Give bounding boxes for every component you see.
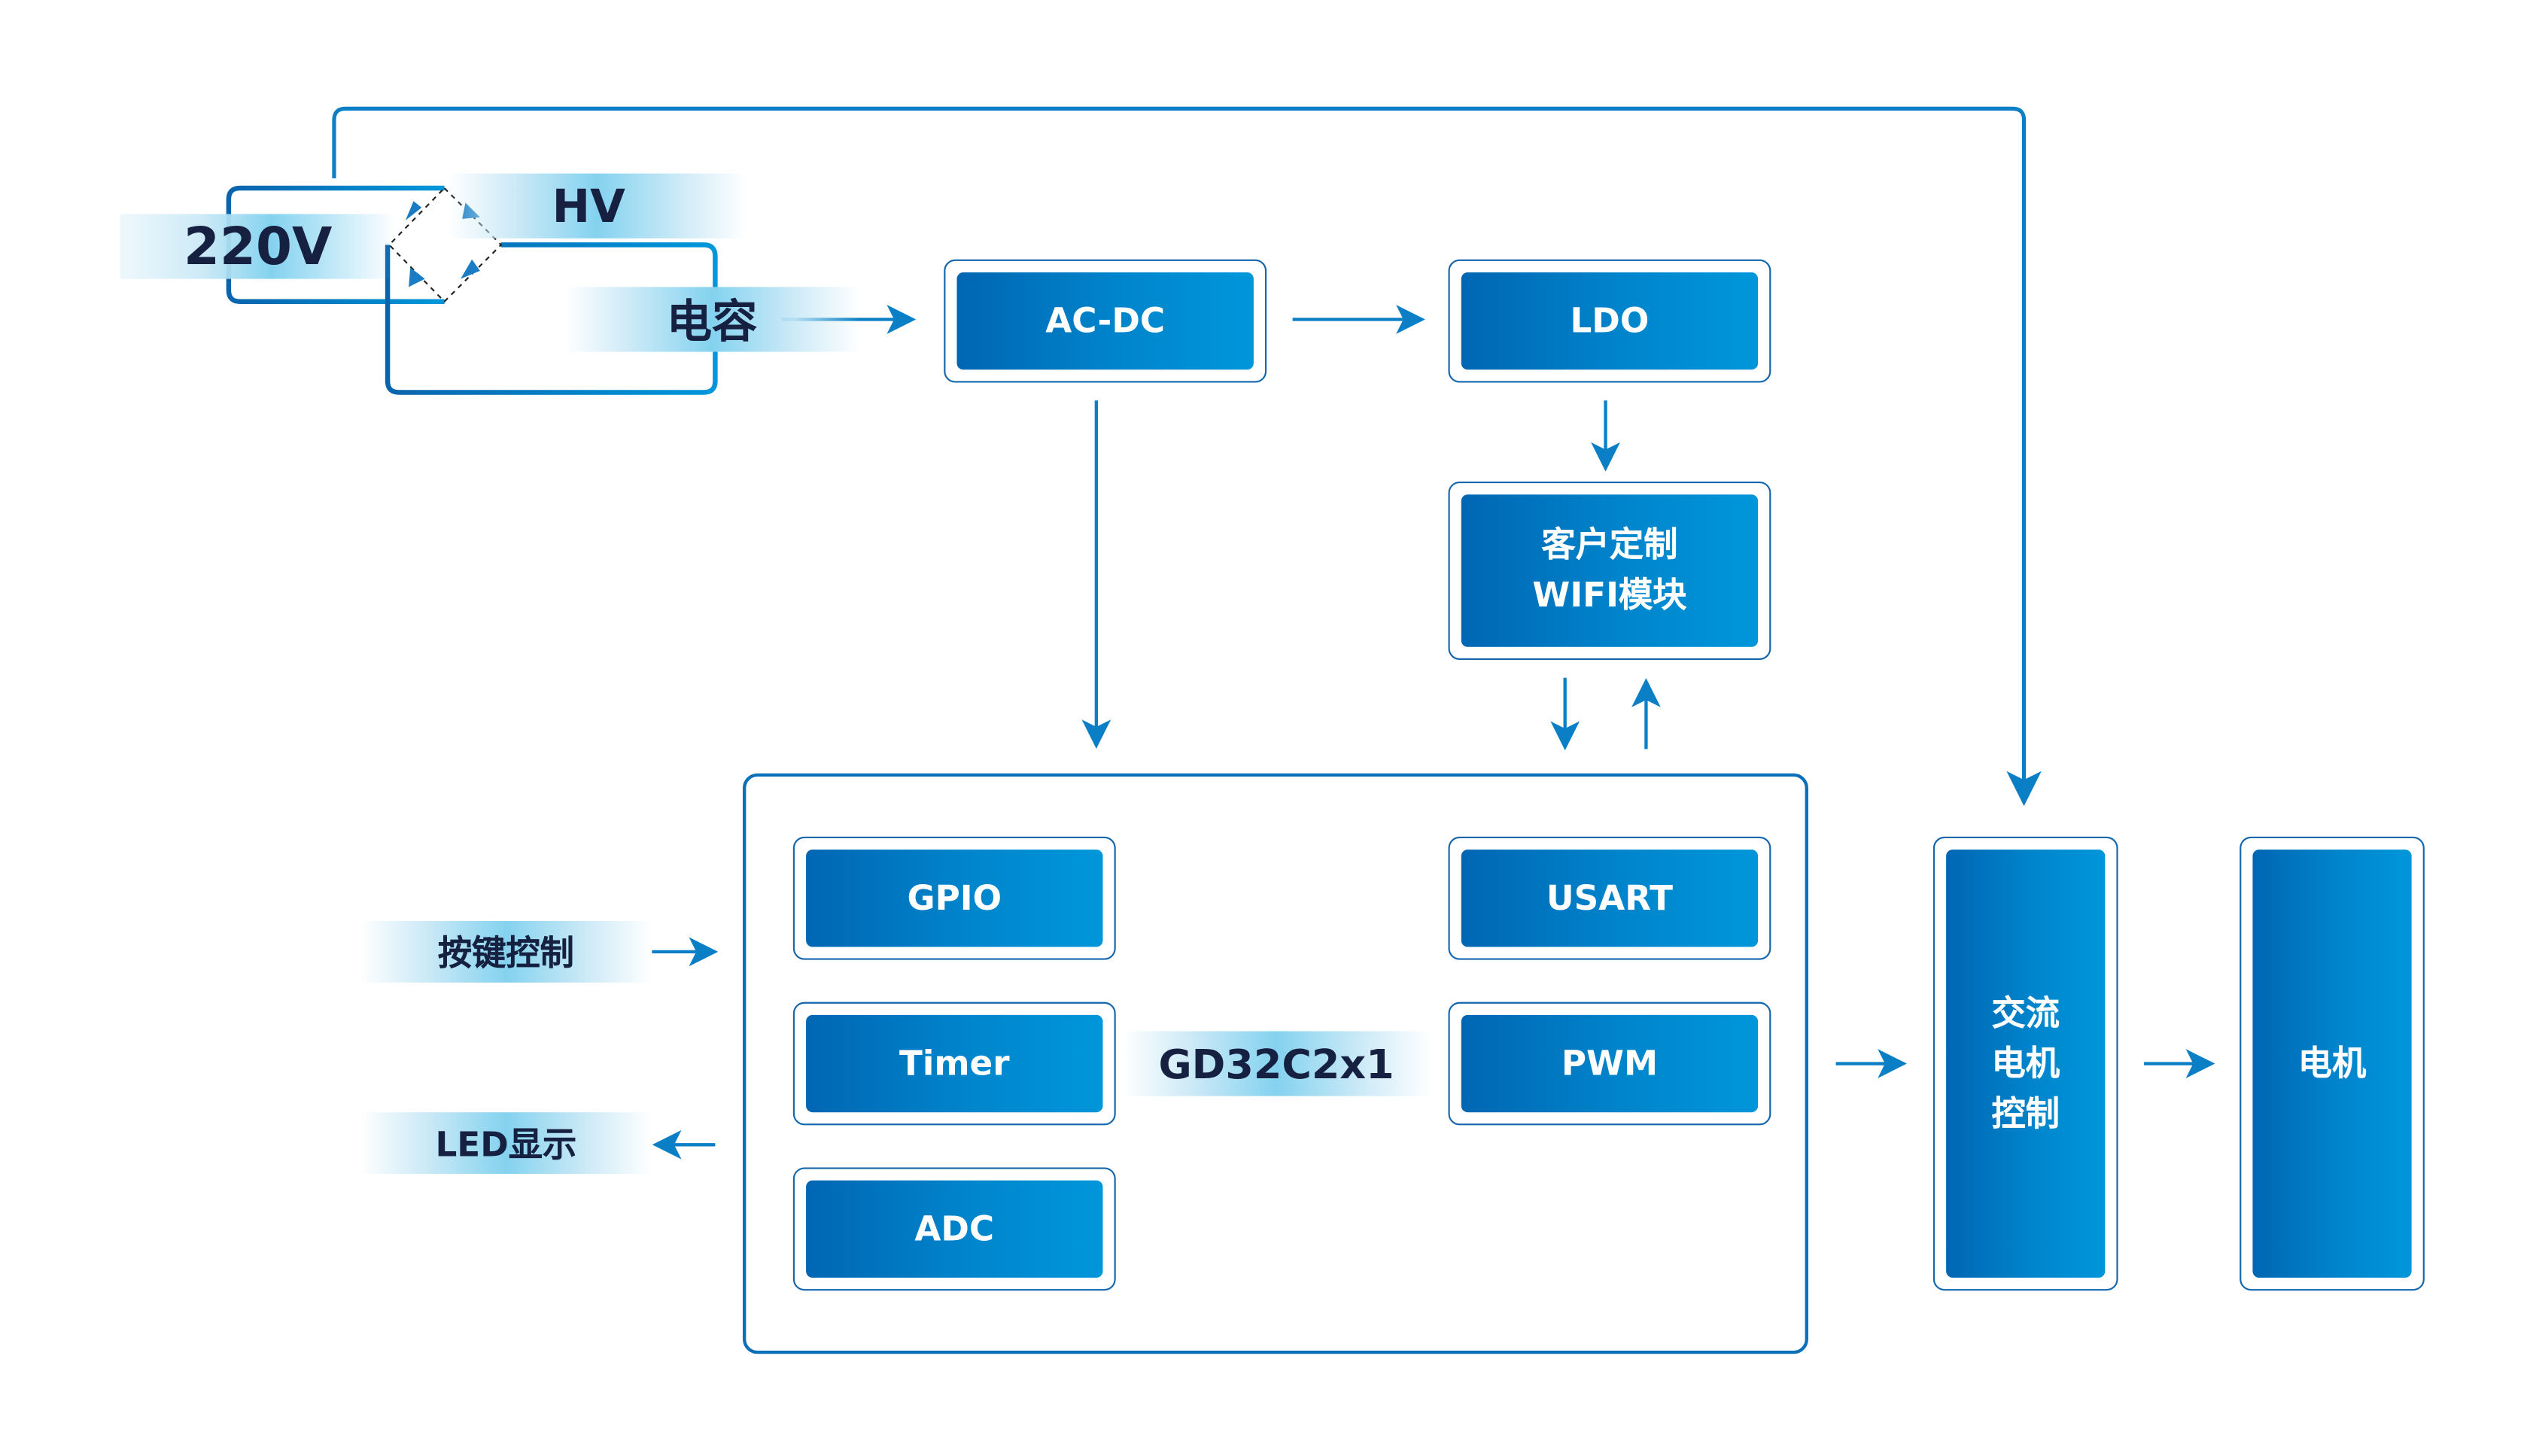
pwm-block: PWM [1448, 1002, 1771, 1126]
capacitor-text: 电容 [666, 295, 758, 349]
key-control-text: 按键控制 [437, 934, 574, 973]
key-control-label: 按键控制 [360, 920, 652, 983]
acdc-block: AC-DC [944, 259, 1267, 383]
mcu-name-label: GD32C2x1 [1122, 1031, 1431, 1096]
capacitor-loop [385, 242, 718, 395]
usart-block: USART [1448, 836, 1771, 960]
ldo-block: LDO [1448, 259, 1771, 383]
motorctrl-line3: 控制 [1991, 1093, 2060, 1133]
motorctrl-line1: 交流 [1991, 992, 2060, 1032]
mains-label: 220V [120, 214, 396, 279]
wifi-label-line1: 客户定制 [1541, 525, 1678, 564]
pwm-label: PWM [1461, 1014, 1759, 1113]
capacitor-label: 电容 [564, 287, 860, 352]
mcu-name-text: GD32C2x1 [1158, 1040, 1394, 1087]
mcu-container [743, 773, 1808, 1354]
usart-label: USART [1461, 850, 1759, 947]
gpio-label: GPIO [806, 850, 1103, 947]
led-display-label: LED显示 [360, 1112, 652, 1175]
mains-feed-line [332, 106, 2042, 807]
timer-label: Timer [806, 1014, 1103, 1113]
acdc-label: AC-DC [956, 272, 1254, 370]
adc-block: ADC [792, 1167, 1116, 1291]
hv-text: HV [552, 179, 625, 233]
ac-motor-control-block: 交流 电机 控制 [1932, 836, 2118, 1291]
mains-text: 220V [183, 215, 333, 278]
timer-block: Timer [792, 1002, 1116, 1126]
motor-block: 电机 [2240, 836, 2425, 1291]
ldo-label: LDO [1461, 272, 1759, 370]
gpio-block: GPIO [792, 836, 1116, 960]
hv-label: HV [447, 173, 747, 239]
wifi-label-line2: WIFI模块 [1532, 575, 1687, 615]
led-display-text: LED显示 [435, 1125, 577, 1165]
adc-label: ADC [806, 1180, 1103, 1278]
motor-label: 电机 [2252, 850, 2412, 1278]
wifi-module-block: 客户定制 WIFI模块 [1448, 481, 1771, 661]
motorctrl-line2: 电机 [1991, 1043, 2060, 1083]
